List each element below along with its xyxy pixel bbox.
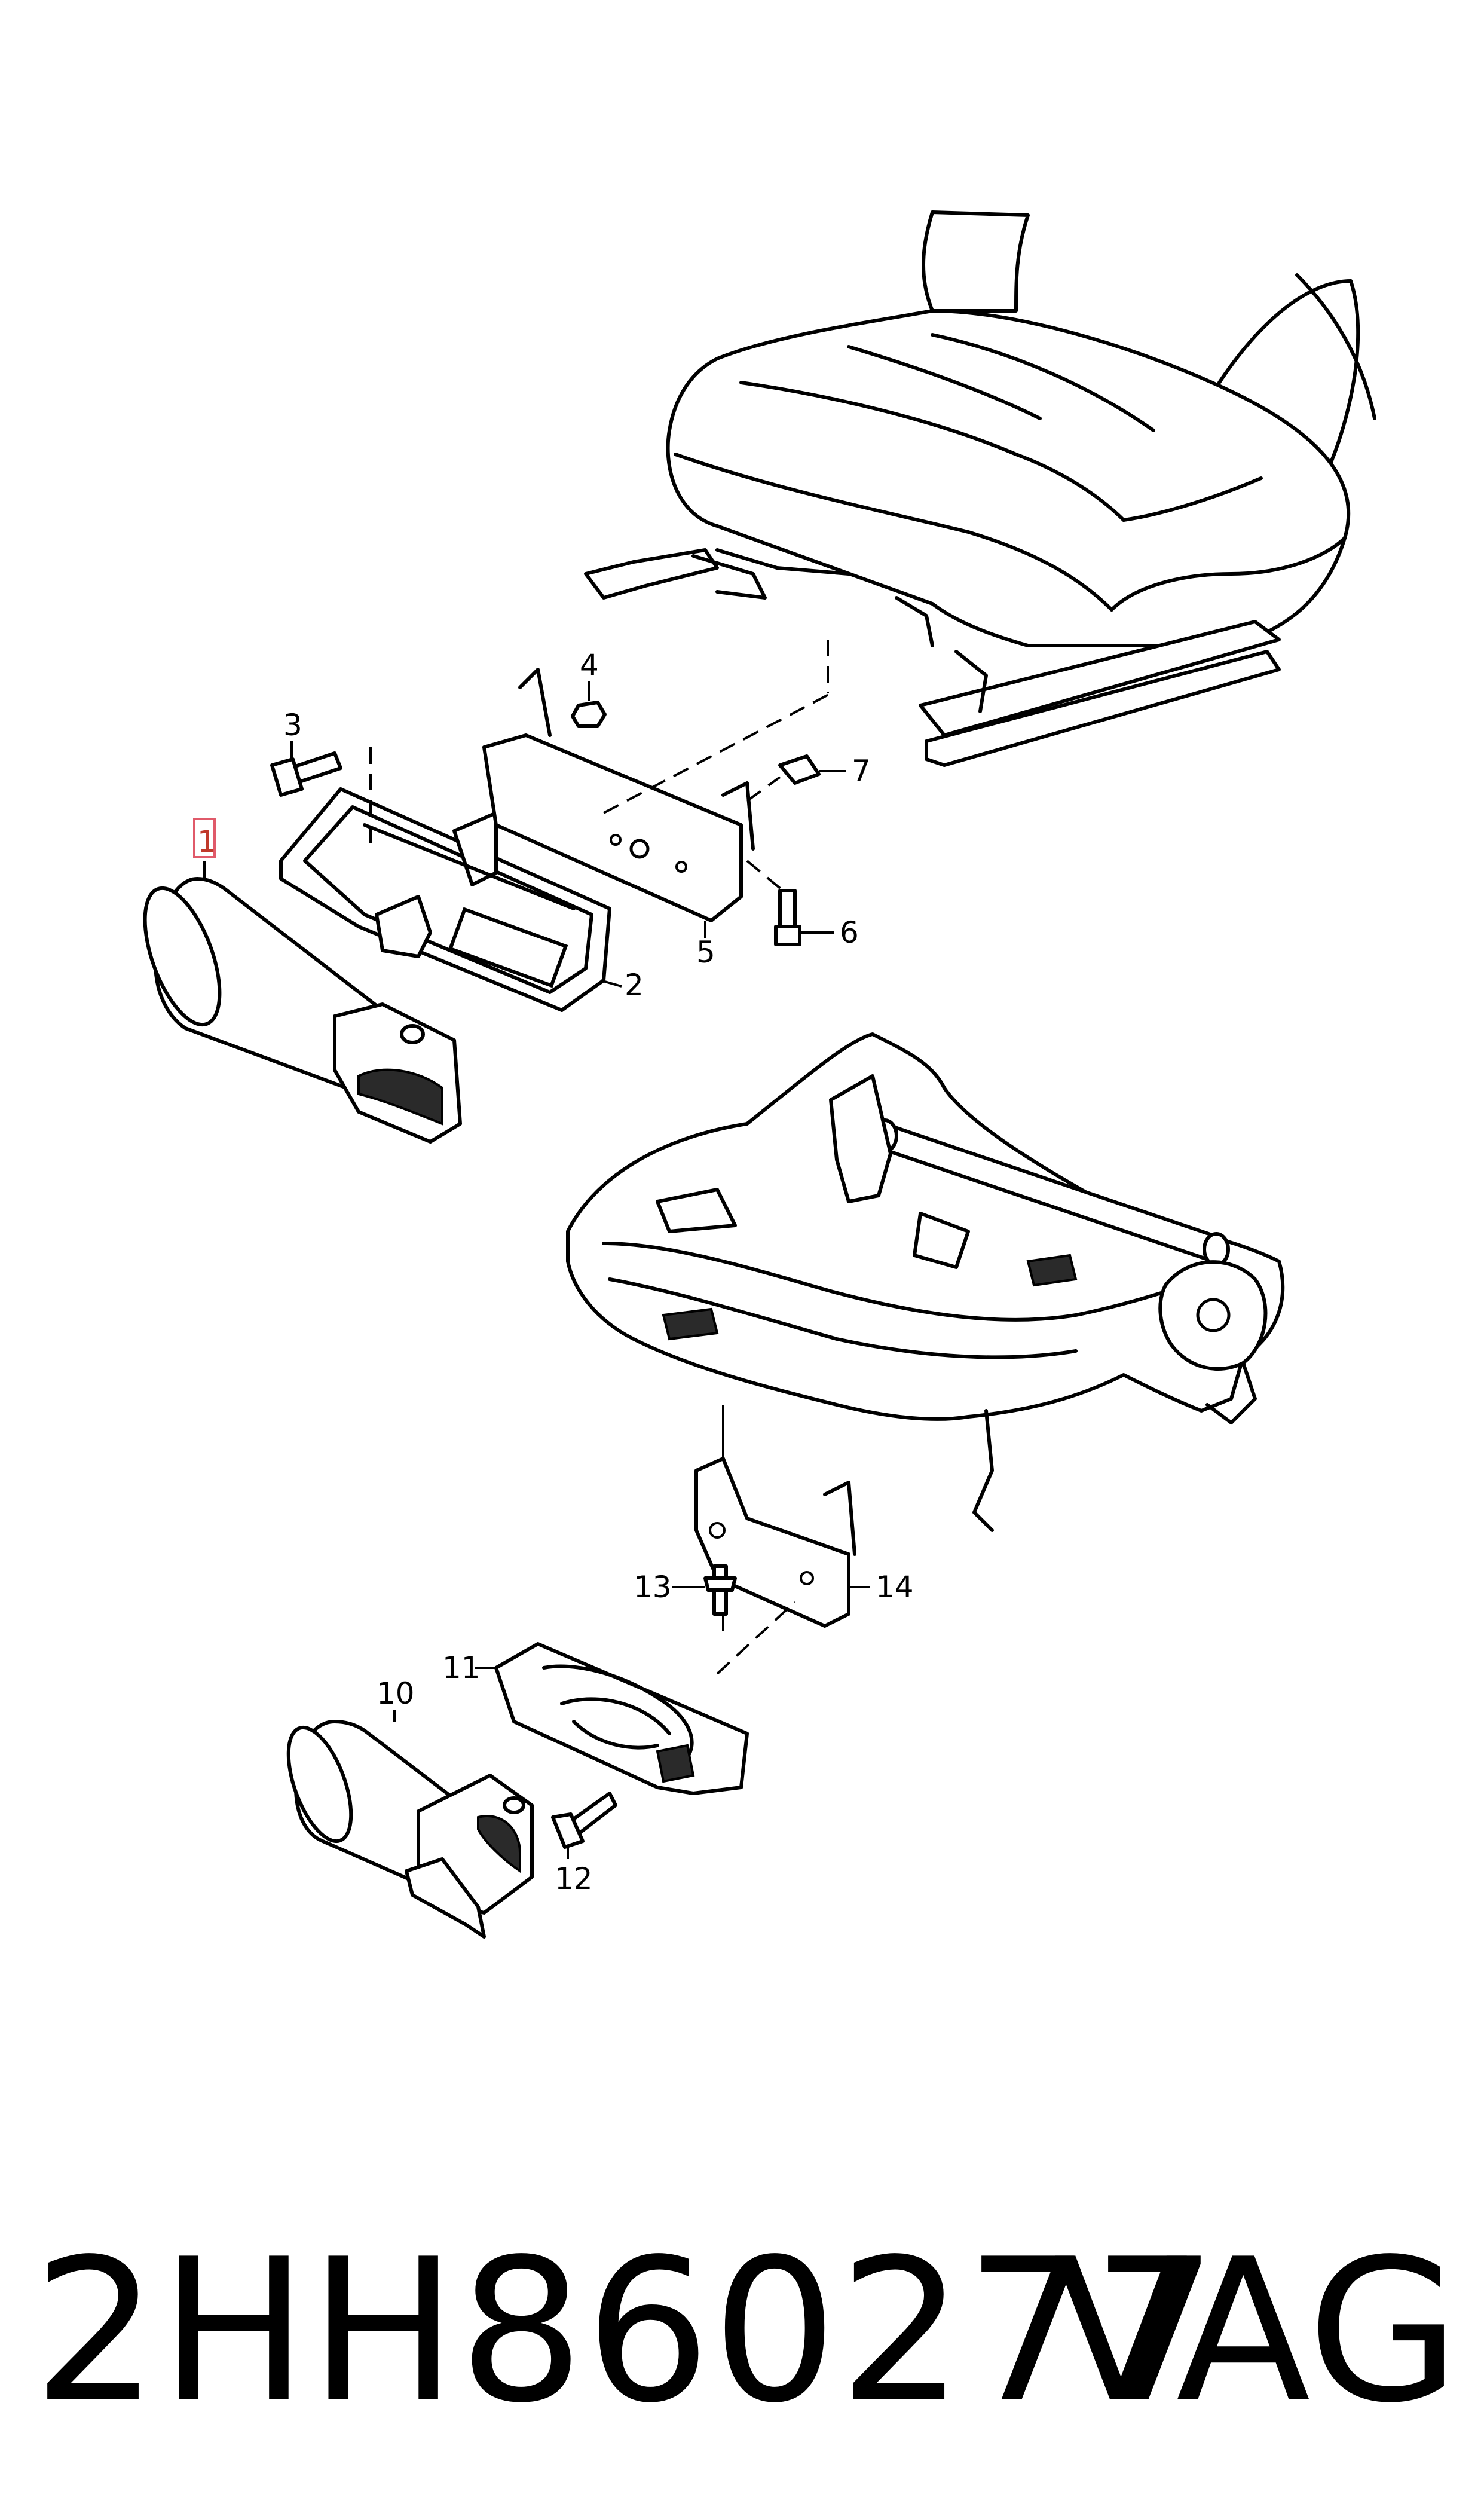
part-12-bolt	[551, 1792, 617, 1859]
part-1-airbag-module	[143, 818, 462, 1144]
callout-12: 12	[555, 1861, 593, 1896]
part-3-bolt	[270, 741, 342, 797]
callout-4: 4	[580, 648, 599, 683]
callout-11: 11	[442, 1650, 481, 1685]
seat-frame	[566, 1032, 1285, 1532]
part-number: 2HH860277	[33, 2217, 1219, 2446]
callout-10: 10	[377, 1676, 415, 1711]
part-10-airbag-module	[286, 1710, 534, 1939]
part-13-rivet	[672, 1564, 737, 1638]
callout-5: 5	[696, 935, 715, 970]
callout-3: 3	[283, 708, 302, 742]
exploded-parts-diagram: 1 2 3 4 5 6 7 10 11 12 13 14	[143, 210, 1376, 1939]
part-11-housing	[475, 1601, 796, 1795]
footer: 2HH860277 VAG	[0, 2206, 1484, 2457]
part-5-bracket	[482, 668, 831, 938]
callout-13: 13	[634, 1570, 672, 1604]
callout-2: 2	[625, 968, 644, 1002]
seat-assembly	[584, 210, 1376, 767]
callout-7: 7	[852, 754, 871, 788]
callout-1-highlight-box	[193, 818, 216, 858]
part-2-cover	[279, 747, 622, 1012]
part-6-screw	[746, 860, 834, 946]
part-4-nut	[571, 681, 607, 728]
callout-14: 14	[876, 1570, 914, 1604]
part-7-clip-nut	[746, 754, 846, 802]
callout-6: 6	[840, 915, 859, 950]
brand-name: VAG	[1053, 2217, 1460, 2446]
callout-1: 1	[197, 824, 216, 859]
